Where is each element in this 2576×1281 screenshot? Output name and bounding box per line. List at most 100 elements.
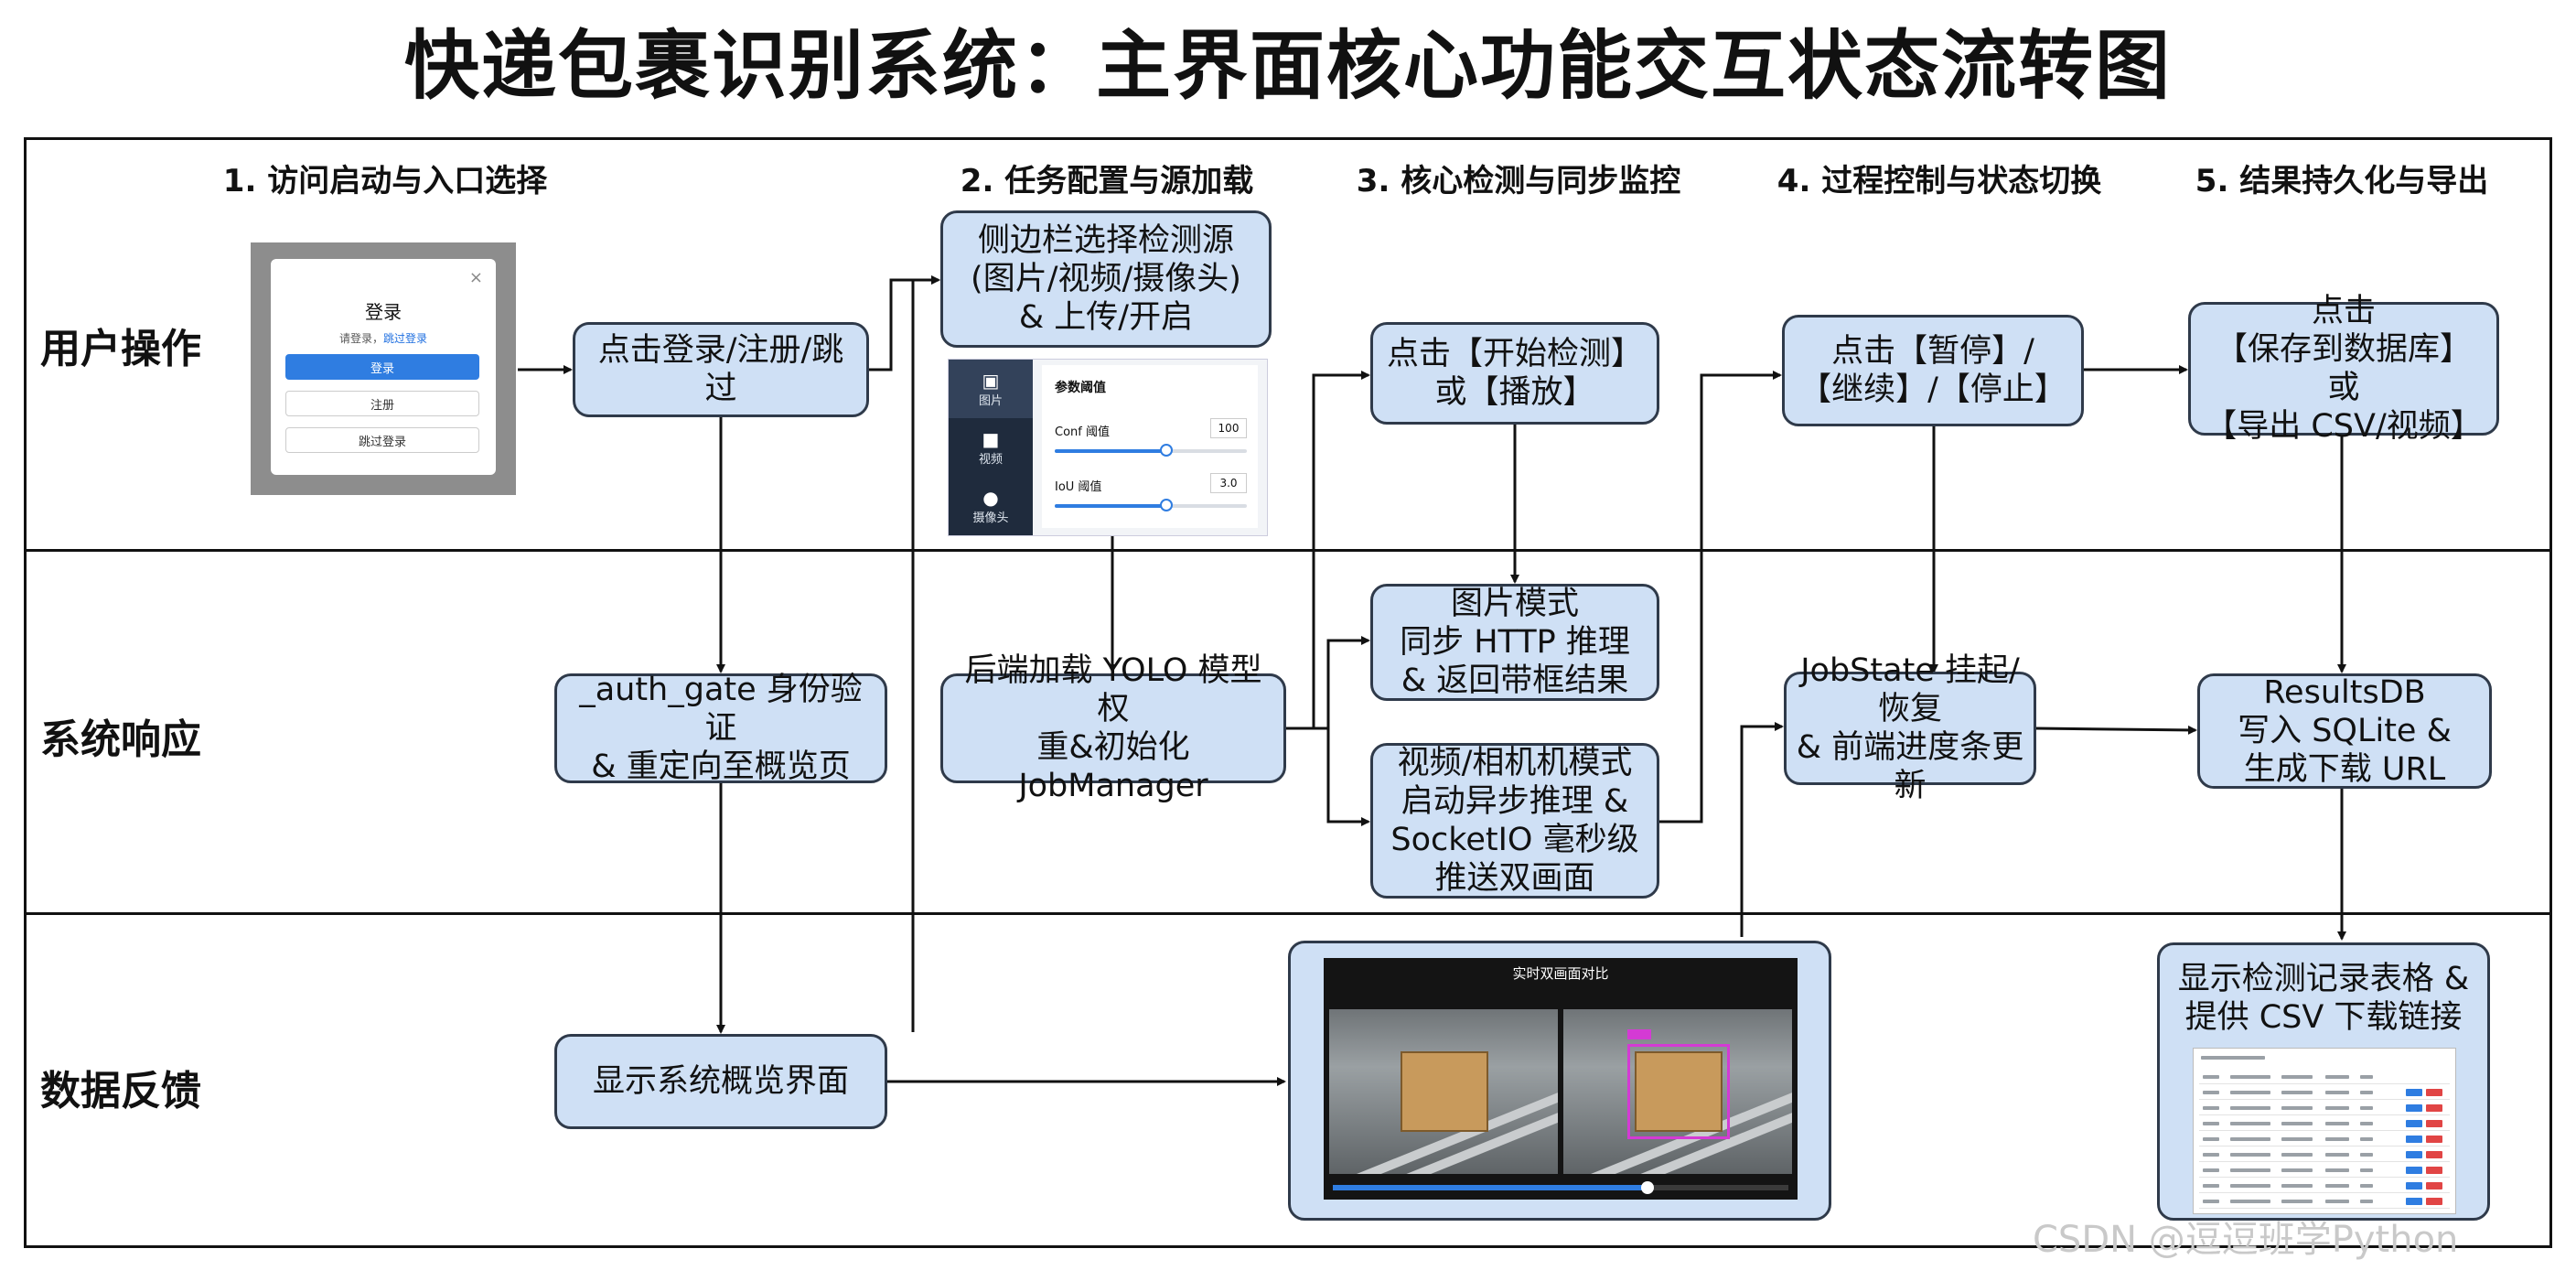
row-view-button bbox=[2406, 1104, 2422, 1112]
conf-value: 100 bbox=[1210, 418, 1247, 438]
login-dialog: × 登录 请登录，跳过登录 登录 注册 跳过登录 bbox=[271, 259, 496, 475]
lane-divider bbox=[24, 549, 2552, 552]
row-delete-button bbox=[2426, 1198, 2442, 1205]
row-delete-button bbox=[2426, 1104, 2442, 1112]
table-cell bbox=[2230, 1122, 2270, 1125]
login-subtitle-text: 请登录， bbox=[338, 332, 383, 345]
sidebar-item-camera: ● 摄像头 bbox=[949, 477, 1033, 535]
conf-slider-fill bbox=[1055, 449, 1166, 453]
param-settings-screenshot: ▣ 图片 ■ 视频 ● 摄像头 参数阈值 Conf 阈值 100 IoU 阈值 … bbox=[948, 359, 1268, 536]
swimlane-frame bbox=[24, 137, 2552, 1248]
table-cell bbox=[2360, 1200, 2373, 1203]
table-cell bbox=[2203, 1153, 2219, 1157]
video-player: 实时双画面对比 bbox=[1324, 958, 1798, 1200]
table-cell bbox=[2281, 1106, 2313, 1110]
iou-label: IoU 阈值 bbox=[1055, 480, 1102, 494]
row-view-button bbox=[2406, 1089, 2422, 1096]
table-cell bbox=[2203, 1122, 2219, 1125]
register-button: 注册 bbox=[285, 391, 479, 416]
original-video-pane bbox=[1329, 1009, 1558, 1174]
node-select-source: 侧边栏选择检测源 (图片/视频/摄像头) & 上传/开启 bbox=[940, 210, 1272, 348]
table-title-placeholder bbox=[2201, 1056, 2265, 1060]
table-cell bbox=[2281, 1200, 2313, 1203]
node-auth-gate: _auth_gate 身份验证 & 重定向至概览页 bbox=[554, 672, 887, 785]
parcel-box bbox=[1635, 1051, 1723, 1132]
location-pin-icon: ● bbox=[982, 486, 999, 509]
column-header-1: 1. 访问启动与入口选择 bbox=[222, 163, 548, 199]
image-icon: ▣ bbox=[982, 369, 1000, 392]
row-delete-button bbox=[2426, 1167, 2442, 1174]
lane-label-user: 用户操作 bbox=[40, 326, 201, 372]
table-cell bbox=[2360, 1184, 2373, 1188]
node-login-click: 点击登录/注册/跳过 bbox=[573, 322, 869, 417]
table-row bbox=[2199, 1192, 2450, 1193]
table-cell bbox=[2325, 1168, 2349, 1172]
video-progress-knob bbox=[1640, 1181, 1654, 1194]
table-cell bbox=[2281, 1091, 2313, 1094]
detection-records-table bbox=[2193, 1048, 2456, 1214]
iou-slider-knob bbox=[1159, 499, 1173, 511]
param-panel: 参数阈值 Conf 阈值 100 IoU 阈值 3.0 bbox=[1042, 365, 1258, 528]
skip-login-button: 跳过登录 bbox=[285, 427, 479, 453]
detection-bounding-box bbox=[1627, 1044, 1730, 1139]
node-jobstate: JobState 挂起/恢复 & 前端进度条更新 bbox=[1784, 652, 2036, 804]
table-cell bbox=[2360, 1075, 2373, 1079]
video-progress-fill bbox=[1333, 1185, 1648, 1190]
column-header-5: 5. 结果持久化与导出 bbox=[2195, 163, 2489, 199]
row-view-button bbox=[2406, 1167, 2422, 1174]
row-view-button bbox=[2406, 1120, 2422, 1127]
table-cell bbox=[2325, 1137, 2349, 1141]
table-cell bbox=[2325, 1106, 2349, 1110]
detected-video-pane bbox=[1563, 1009, 1792, 1174]
table-cell bbox=[2325, 1153, 2349, 1157]
table-cell bbox=[2360, 1137, 2373, 1141]
row-view-button bbox=[2406, 1151, 2422, 1158]
node-load-model: 后端加载 YOLO 模型权 重&初始化 JobManager bbox=[940, 652, 1286, 804]
table-cell bbox=[2203, 1168, 2219, 1172]
login-screenshot: × 登录 请登录，跳过登录 登录 注册 跳过登录 bbox=[251, 242, 516, 495]
lane-label-system: 系统响应 bbox=[40, 716, 201, 763]
table-cell bbox=[2325, 1075, 2349, 1079]
table-cell bbox=[2230, 1106, 2270, 1110]
conf-slider bbox=[1055, 444, 1247, 457]
sidebar-item-video: ■ 视频 bbox=[949, 418, 1033, 477]
row-view-button bbox=[2406, 1136, 2422, 1143]
node-video-mode: 视频/相机机模式 启动异步推理 & SocketIO 毫秒级 推送双画面 bbox=[1370, 743, 1659, 899]
sidebar-item-label: 图片 bbox=[978, 393, 1003, 408]
table-cell bbox=[2325, 1091, 2349, 1094]
table-cell bbox=[2203, 1137, 2219, 1141]
dual-video-panel: 实时双画面对比 bbox=[1288, 941, 1831, 1221]
table-cell bbox=[2281, 1122, 2313, 1125]
table-cell bbox=[2281, 1153, 2313, 1157]
param-panel-title: 参数阈值 bbox=[1055, 381, 1106, 395]
sidebar-item-label: 视频 bbox=[978, 452, 1003, 467]
table-cell bbox=[2203, 1091, 2219, 1094]
table-cell bbox=[2325, 1122, 2349, 1125]
table-cell bbox=[2230, 1153, 2270, 1157]
node-save-export: 点击 【保存到数据库】或 【导出 CSV/视频】 bbox=[2188, 293, 2499, 445]
video-title: 实时双画面对比 bbox=[1512, 965, 1609, 982]
column-header-3: 3. 核心检测与同步监控 bbox=[1356, 163, 1681, 199]
video-camera-icon: ■ bbox=[982, 427, 1000, 450]
login-dialog-title: 登录 bbox=[365, 301, 402, 323]
row-delete-button bbox=[2426, 1151, 2442, 1158]
source-sidebar: ▣ 图片 ■ 视频 ● 摄像头 bbox=[949, 360, 1033, 535]
iou-slider-fill bbox=[1055, 504, 1166, 508]
watermark: CSDN @逗逗班学Python bbox=[2033, 1219, 2459, 1261]
parcel-box bbox=[1401, 1051, 1488, 1132]
table-cell bbox=[2230, 1200, 2270, 1203]
table-cell bbox=[2360, 1122, 2373, 1125]
node-overview: 显示系统概览界面 bbox=[554, 1034, 887, 1129]
table-row bbox=[2199, 1130, 2450, 1131]
table-cell bbox=[2230, 1168, 2270, 1172]
skip-login-link: 跳过登录 bbox=[383, 332, 428, 345]
page-title: 快递包裹识别系统：主界面核心功能交互状态流转图 bbox=[403, 23, 2172, 110]
table-cell bbox=[2360, 1168, 2373, 1172]
table-cell bbox=[2203, 1106, 2219, 1110]
table-cell bbox=[2230, 1091, 2270, 1094]
table-cell bbox=[2360, 1091, 2373, 1094]
conf-slider-knob bbox=[1159, 444, 1173, 457]
table-row bbox=[2199, 1083, 2450, 1084]
row-delete-button bbox=[2426, 1089, 2442, 1096]
node-table-feedback: 显示检测记录表格 & 提供 CSV 下载链接 bbox=[2157, 942, 2490, 1221]
